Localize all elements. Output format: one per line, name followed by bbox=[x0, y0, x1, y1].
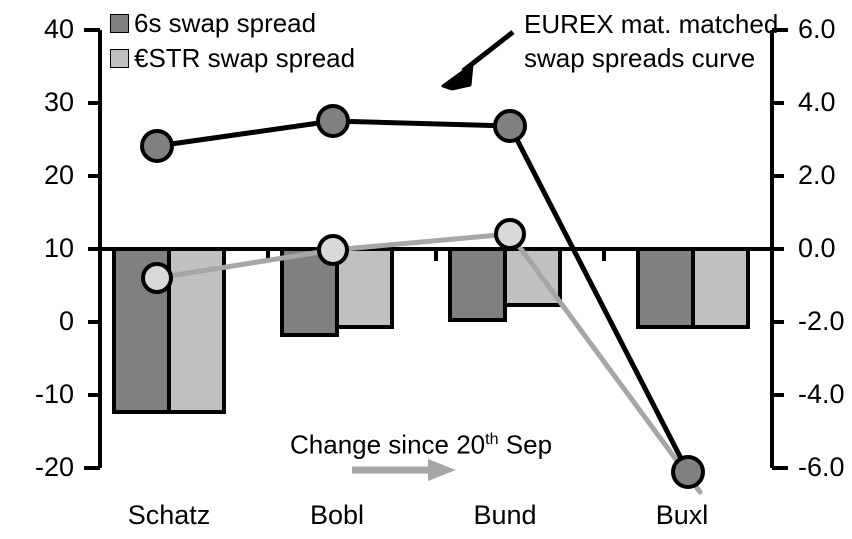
bar-buxl-6s bbox=[636, 247, 695, 329]
bar-group-bund bbox=[448, 247, 562, 322]
legend-label-estr: €STR swap spread bbox=[134, 43, 356, 73]
category-label-bobl: Bobl bbox=[309, 500, 365, 530]
left-tick-10: 10 bbox=[43, 233, 74, 263]
right-tick-0: 0.0 bbox=[798, 233, 836, 263]
right-tick-6: 6.0 bbox=[798, 14, 836, 44]
category-label-schatz: Schatz bbox=[127, 500, 211, 530]
legend-label-6s: 6s swap spread bbox=[134, 8, 317, 38]
estr-marker-bobl bbox=[317, 234, 349, 266]
left-axis bbox=[84, 28, 102, 470]
right-tick-4: 4.0 bbox=[798, 87, 836, 117]
annotation-change-text: Change since 20 bbox=[290, 429, 486, 460]
right-tick-2: 2.0 bbox=[798, 160, 836, 190]
annotation-change-since: Change since 20th Sep bbox=[290, 430, 552, 461]
down-left-arrow-icon bbox=[441, 30, 515, 91]
bar-bund-6s bbox=[448, 247, 507, 322]
eurex-marker-schatz bbox=[140, 129, 174, 163]
right-tick-minus-4: -4.0 bbox=[798, 379, 845, 409]
category-label-buxl: Buxl bbox=[655, 500, 709, 530]
left-tick-minus-20: -20 bbox=[34, 452, 74, 482]
left-tick-minus-10: -10 bbox=[34, 379, 74, 409]
legend-swatch-dark-icon bbox=[110, 13, 129, 33]
left-tick-30: 30 bbox=[43, 87, 74, 117]
right-arrow-icon bbox=[352, 459, 456, 481]
legend-item-6s-swap-spread[interactable]: 6s swap spread bbox=[110, 10, 316, 36]
eurex-marker-bobl bbox=[316, 104, 350, 138]
bar-bobl-estr bbox=[335, 247, 394, 329]
right-tick-minus-2: -2.0 bbox=[798, 306, 845, 336]
legend-swatch-light-icon bbox=[110, 48, 129, 68]
bar-buxl-estr bbox=[691, 247, 750, 329]
eurex-curve bbox=[140, 104, 705, 489]
estr-curve bbox=[141, 218, 703, 495]
annotation-curve-line2: swap spreads curve bbox=[524, 43, 756, 73]
eurex-marker-buxl bbox=[671, 455, 705, 489]
legend-item-estr-swap-spread[interactable]: €STR swap spread bbox=[110, 45, 355, 71]
category-label-bund: Bund bbox=[473, 500, 537, 530]
right-axis-ticks bbox=[772, 101, 784, 397]
right-tick-minus-6: -6.0 bbox=[798, 452, 845, 482]
left-tick-0: 0 bbox=[58, 306, 74, 336]
estr-marker-bund bbox=[494, 218, 526, 250]
estr-marker-schatz bbox=[141, 262, 173, 294]
left-axis-ticks bbox=[88, 101, 100, 397]
bar-group-schatz bbox=[112, 247, 226, 414]
right-axis bbox=[770, 28, 788, 470]
annotation-change-superscript: th bbox=[485, 430, 499, 448]
annotation-change-suffix: Sep bbox=[498, 429, 553, 460]
bar-group-buxl bbox=[636, 247, 750, 329]
left-tick-20: 20 bbox=[43, 160, 74, 190]
bar-bund-estr bbox=[503, 247, 562, 307]
left-tick-40: 40 bbox=[43, 14, 74, 44]
eurex-marker-bund bbox=[493, 109, 527, 143]
annotation-curve-line1: EUREX mat. matched bbox=[524, 9, 779, 39]
